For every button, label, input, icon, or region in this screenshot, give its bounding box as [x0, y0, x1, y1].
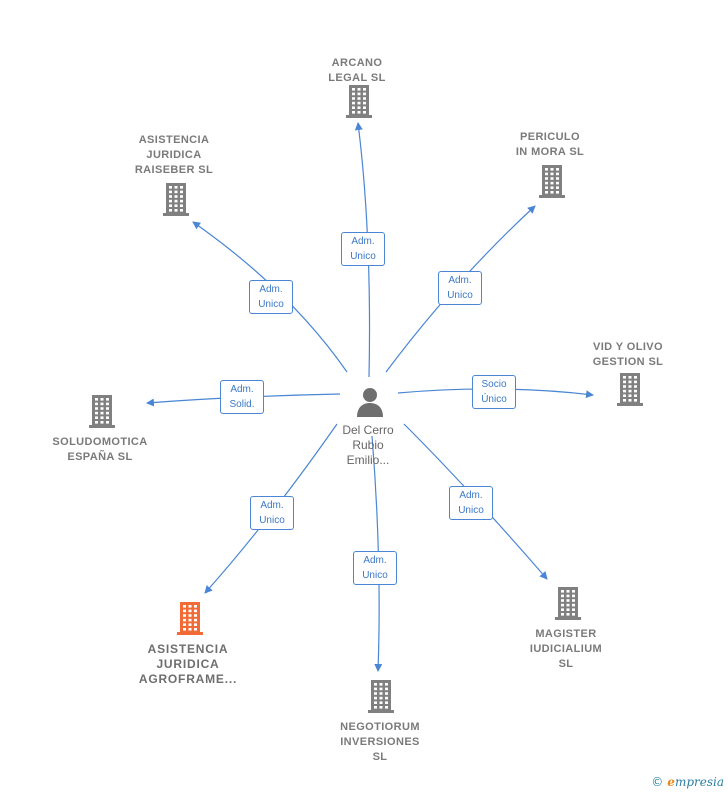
company-name-line: NEGOTIORUM [340, 721, 420, 733]
company-name-asistencia-raiseber[interactable]: ASISTENCIA JURIDICA RAISEBER SL [119, 133, 229, 178]
company-name-line: MAGISTER [535, 628, 597, 640]
company-name-line: JURIDICA [146, 149, 202, 161]
brand-name: mpresia [674, 775, 724, 789]
relation-label-soludomotica: Adm. Solid. [220, 380, 264, 414]
company-name-vid-olivo[interactable]: VID Y OLIVO GESTION SL [578, 340, 678, 370]
person-name-line: Emilio... [346, 453, 390, 467]
copyright-symbol: © [651, 775, 664, 789]
company-name-line: ASISTENCIA [147, 642, 229, 656]
company-name-line: JURIDICA [156, 657, 220, 671]
brand-initial: e [667, 775, 675, 789]
company-name-line: ESPAÑA SL [67, 451, 133, 463]
company-node-arcano[interactable] [344, 83, 374, 124]
company-name-arcano[interactable]: ARCANO LEGAL SL [312, 56, 402, 86]
relation-label-magister: Adm. Unico [449, 486, 493, 520]
company-node-asistencia-raiseber[interactable] [161, 181, 191, 222]
person-icon [357, 388, 383, 417]
company-name-line: PERICULO [519, 131, 581, 143]
relation-line: Unico [258, 299, 284, 310]
company-node-negotiorum[interactable] [366, 678, 396, 719]
person-name-line: Rubio [352, 438, 384, 452]
relation-line: Único [481, 394, 507, 405]
company-name-line: VID Y OLIVO [592, 341, 663, 353]
person-node[interactable] [355, 386, 385, 423]
company-name-line: GESTION SL [592, 356, 664, 368]
relation-line: Adm. [259, 284, 283, 295]
company-node-soludomotica[interactable] [87, 393, 117, 434]
company-node-magister[interactable] [553, 585, 583, 626]
building-icon [89, 395, 115, 428]
building-icon [177, 602, 203, 635]
relation-line: Unico [350, 251, 376, 262]
building-icon [617, 373, 643, 406]
company-name-line: INVERSIONES [340, 736, 420, 748]
relation-label-arcano: Adm. Unico [341, 232, 385, 266]
relation-line: Unico [259, 515, 285, 526]
relation-line: Adm. [351, 236, 375, 247]
brand-footer: ©empresia [651, 775, 724, 789]
company-name-line: IN MORA SL [515, 146, 585, 158]
relation-line: Adm. [260, 500, 284, 511]
relation-label-asistencia-raiseber: Adm. Unico [249, 280, 293, 314]
relation-line: Adm. [363, 555, 387, 566]
company-name-line: LEGAL SL [328, 72, 386, 84]
company-name-line: IUDICIALIUM [529, 643, 603, 655]
relation-line: Adm. [230, 384, 254, 395]
building-icon [368, 680, 394, 713]
relation-line: Solid. [229, 399, 255, 410]
company-name-negotiorum[interactable]: NEGOTIORUM INVERSIONES SL [325, 720, 435, 765]
building-icon [555, 587, 581, 620]
company-name-line: ASISTENCIA [138, 134, 210, 146]
company-name-line: RAISEBER SL [134, 164, 214, 176]
company-node-asistencia-agroframe[interactable] [175, 600, 205, 641]
building-icon [539, 165, 565, 198]
relation-line: Unico [458, 505, 484, 516]
person-name-line: Del Cerro [342, 423, 394, 437]
company-name-line: SOLUDOMOTICA [52, 436, 148, 448]
company-node-periculo[interactable] [537, 163, 567, 204]
relation-line: Unico [447, 290, 473, 301]
company-name-soludomotica[interactable]: SOLUDOMOTICA ESPAÑA SL [40, 435, 160, 465]
company-name-line: SL [372, 751, 388, 763]
company-name-line: SL [558, 658, 574, 670]
relation-label-periculo: Adm. Unico [438, 271, 482, 305]
company-name-line: ARCANO [331, 57, 383, 69]
relation-label-asistencia-agroframe: Adm. Unico [250, 496, 294, 530]
relation-line: Adm. [448, 275, 472, 286]
relation-line: Unico [362, 570, 388, 581]
company-name-line: AGROFRAME... [138, 672, 238, 686]
company-name-magister[interactable]: MAGISTER IUDICIALIUM SL [511, 627, 621, 672]
company-name-periculo[interactable]: PERICULO IN MORA SL [495, 130, 605, 160]
relation-line: Socio [481, 379, 507, 390]
building-icon [346, 85, 372, 118]
relation-label-negotiorum: Adm. Unico [353, 551, 397, 585]
building-icon [163, 183, 189, 216]
company-node-vid-olivo[interactable] [615, 371, 645, 412]
relation-line: Adm. [459, 490, 483, 501]
